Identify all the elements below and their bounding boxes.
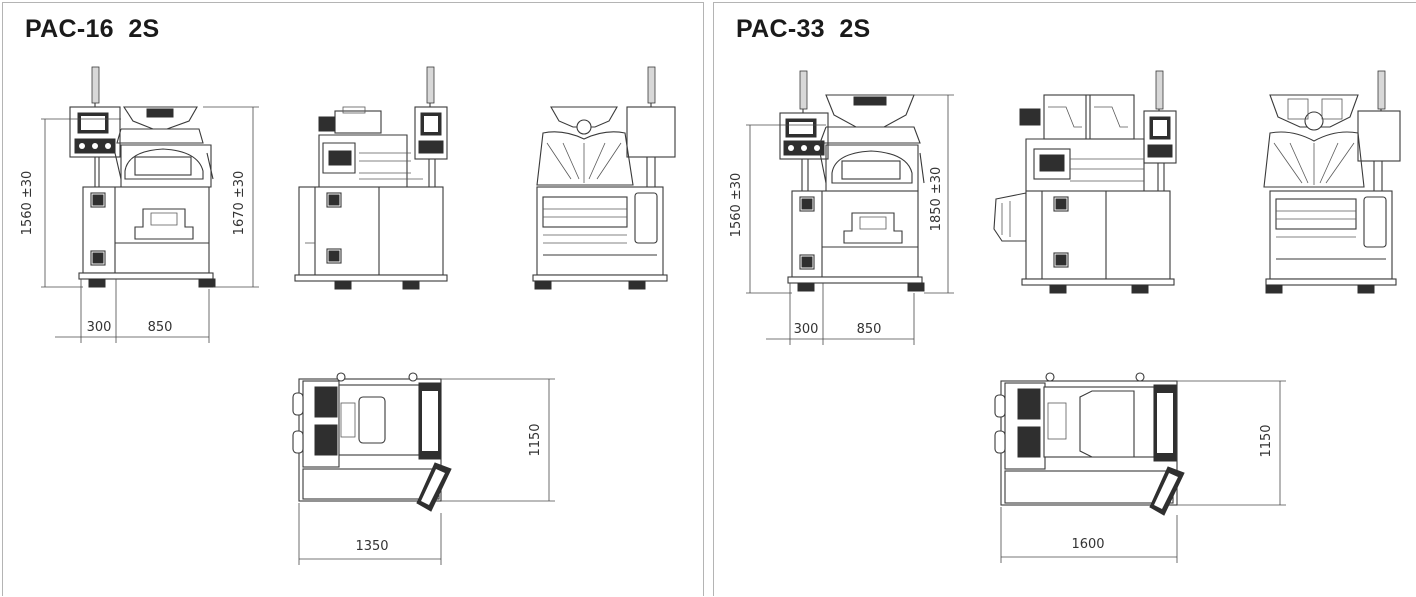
- top-view: [292, 372, 452, 512]
- front-dimensions: [746, 94, 954, 345]
- dimension-height-b: 1670 ±30: [232, 171, 247, 236]
- panel-pac-16: PAC-16 2S: [2, 2, 704, 596]
- front-view: [69, 66, 216, 288]
- dimension-width-front: 850: [857, 322, 882, 337]
- rear-view: [1263, 70, 1401, 294]
- dimension-depth: 1150: [528, 423, 543, 456]
- pac-33-drawing: 1560 ±30 1850 ±30 300 850: [729, 70, 1401, 563]
- dimension-length: 1600: [1071, 537, 1104, 552]
- dimension-depth: 1150: [1259, 424, 1274, 457]
- panel-title: PAC-33 2S: [736, 15, 871, 43]
- rear-view: [532, 66, 676, 290]
- top-dimensions: [1000, 380, 1286, 563]
- front-dimensions: [41, 106, 259, 343]
- dimension-height-b: 1850 ±30: [929, 167, 944, 232]
- pac-16-drawing: 1560 ±30 1670 ±30 300 850: [20, 66, 676, 565]
- top-dimensions: [298, 378, 555, 565]
- side-view: [294, 66, 448, 290]
- dimension-offset: 300: [794, 322, 819, 337]
- dimension-offset: 300: [87, 320, 112, 335]
- panel-title: PAC-16 2S: [25, 15, 160, 43]
- dimension-length: 1350: [355, 539, 388, 554]
- dimension-width-front: 850: [148, 320, 173, 335]
- front-view: [779, 70, 925, 292]
- dimension-height-a: 1560 ±30: [729, 173, 744, 238]
- side-view: [993, 70, 1177, 294]
- panel-pac-33: PAC-33 2S: [713, 2, 1416, 596]
- dimension-height-a: 1560 ±30: [20, 171, 35, 236]
- top-view: [994, 372, 1185, 516]
